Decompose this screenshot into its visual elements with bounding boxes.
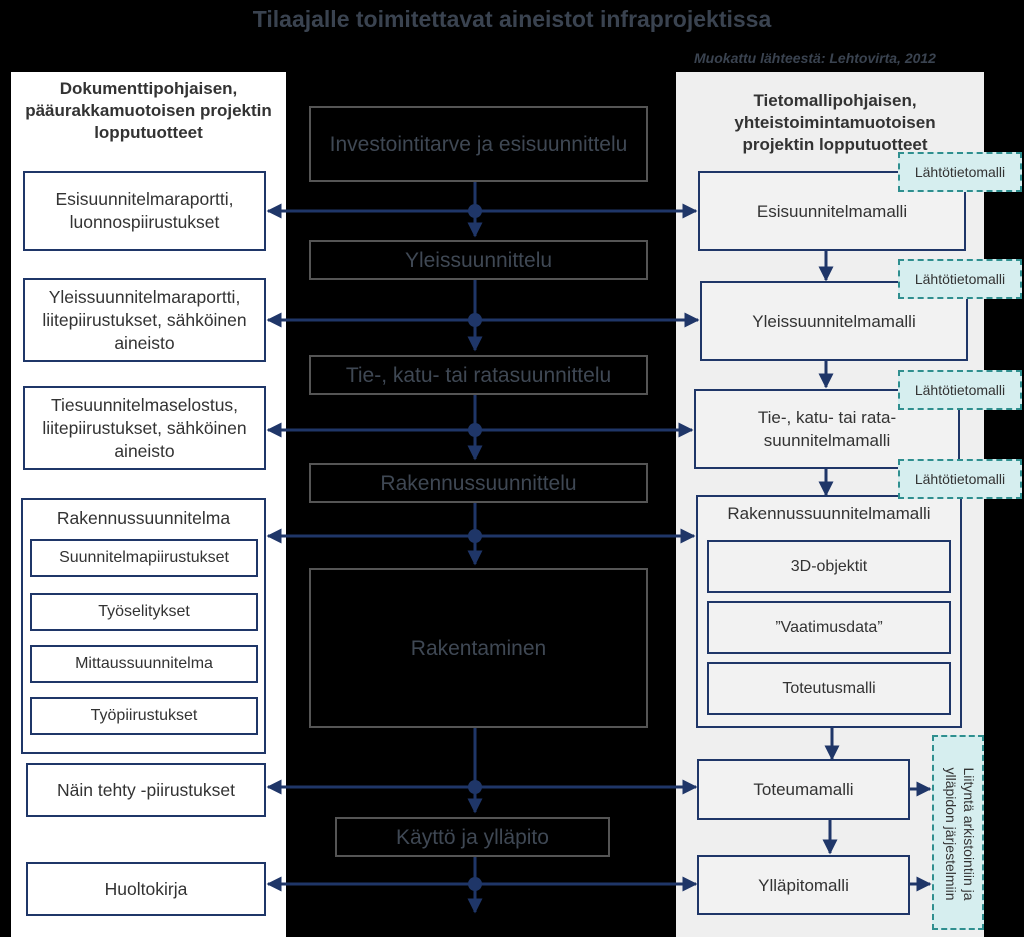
phase-rakennussuunnittelu: Rakennussuunnittelu bbox=[309, 463, 648, 503]
lahtotietomalli-tag-2: Lähtötietomalli bbox=[898, 259, 1022, 299]
nain-tehty-piirustukset-box: Näin tehty -piirustukset bbox=[26, 763, 266, 817]
esisuunnitelmaraportti-box: Esisuunnitelmaraportti, luonnospiirustuk… bbox=[23, 171, 266, 251]
tyoselitykset-box: Työselitykset bbox=[30, 593, 258, 631]
diagram-title: Tilaajalle toimitettavat aineistot infra… bbox=[252, 6, 772, 32]
suunnitelmapiirustukset-box: Suunnitelmapiirustukset bbox=[30, 539, 258, 577]
lahtotietomalli-tag-3: Lähtötietomalli bbox=[898, 370, 1022, 410]
esisuunnitelmamalli-box: Esisuunnitelmamalli bbox=[698, 171, 966, 251]
phase-kaytto-ja-yllapito: Käyttö ja ylläpito bbox=[335, 817, 610, 857]
right-column-heading: Tietomallipohjaisen, yhteistoimintamuoto… bbox=[734, 91, 936, 154]
3d-objektit-box: 3D-objektit bbox=[707, 540, 951, 593]
phase-yleissuunnittelu: Yleissuunnittelu bbox=[309, 240, 648, 280]
tiesuunnitelmaselostus-box: Tiesuunnitelmaselostus, liitepiirustukse… bbox=[23, 386, 266, 470]
huoltokirja-box: Huoltokirja bbox=[26, 862, 266, 916]
lahtotietomalli-tag-1: Lähtötietomalli bbox=[898, 152, 1022, 192]
phase-tie-katu-rata: Tie-, katu- tai ratasuunnittelu bbox=[309, 355, 648, 395]
lahtotietomalli-tag-4: Lähtötietomalli bbox=[898, 459, 1022, 499]
phase-rakentaminen: Rakentaminen bbox=[309, 568, 648, 728]
tyopiirustukset-box: Työpiirustukset bbox=[30, 697, 258, 735]
liitynta-arkistointiin-tag: Liityntä arkistointiin ja ylläpidon järj… bbox=[932, 735, 984, 930]
left-column-heading: Dokumenttipohjaisen, pääurakkamuotoisen … bbox=[25, 79, 272, 142]
yllapitomalli-box: Ylläpitomalli bbox=[697, 855, 910, 915]
yleissuunnitelmaraportti-box: Yleissuunnitelmaraportti, liitepiirustuk… bbox=[23, 278, 266, 362]
liitynta-arkistointiin-label: Liityntä arkistointiin ja ylläpidon järj… bbox=[943, 767, 977, 901]
rakennussuunnitelmamalli-label: Rakennussuunnitelmamalli bbox=[727, 504, 931, 523]
toteutusmalli-box: Toteutusmalli bbox=[707, 662, 951, 715]
source-note: Muokattu lähteestä: Lehtovirta, 2012 bbox=[694, 50, 936, 66]
phase-investointitarve: Investointitarve ja esisuunnittelu bbox=[309, 106, 648, 182]
mittaussuunnitelma-box: Mittaussuunnitelma bbox=[30, 645, 258, 683]
vaatimusdata-box: ”Vaatimusdata” bbox=[707, 601, 951, 654]
toteumamalli-box: Toteumamalli bbox=[697, 759, 910, 820]
rakennussuunnitelma-label: Rakennussuunnitelma bbox=[56, 508, 231, 528]
